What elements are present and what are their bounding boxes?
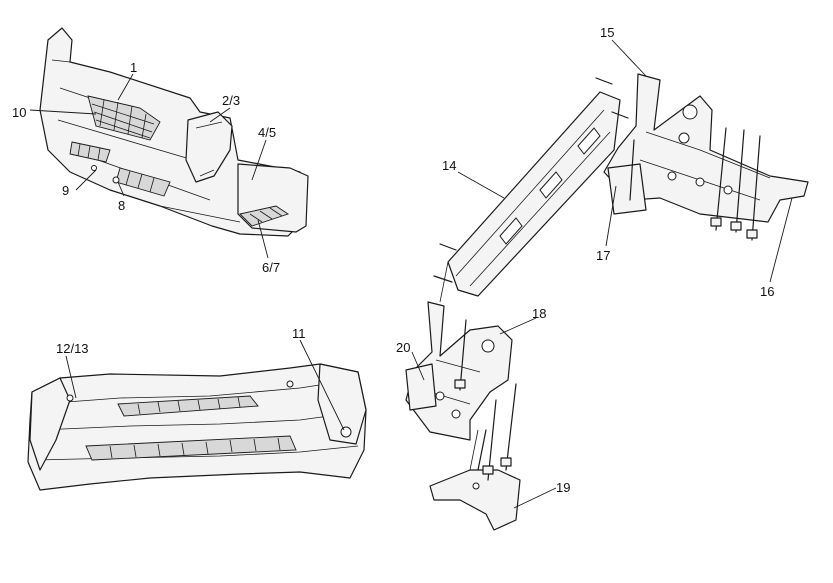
- callout-2-3: 2/3: [222, 93, 240, 108]
- callout-11: 11: [292, 326, 306, 341]
- callout-12-13: 12/13: [56, 341, 89, 356]
- bumper-mounting-brackets: [405, 73, 809, 531]
- callout-6-7: 6/7: [262, 260, 280, 275]
- leader-lines: [29, 39, 793, 509]
- front-bumper-with-steps: [39, 27, 309, 237]
- callout-1: 1: [130, 60, 137, 75]
- callout-17: 17: [596, 248, 610, 263]
- callout-19: 19: [556, 480, 570, 495]
- front-bumper-assembly: [27, 363, 367, 491]
- callout-8: 8: [118, 198, 125, 213]
- callout-9: 9: [62, 183, 69, 198]
- callout-18: 18: [532, 306, 546, 321]
- callout-20: 20: [396, 340, 410, 355]
- callout-4-5: 4/5: [258, 125, 276, 140]
- callout-10: 10: [12, 105, 26, 120]
- callout-14: 14: [442, 158, 456, 173]
- callout-16: 16: [760, 284, 774, 299]
- callout-15: 15: [600, 25, 614, 40]
- callout-labels: 1 2/3 4/5 6/7 8 9 10 11 12/13 14 15 16 1…: [12, 25, 774, 495]
